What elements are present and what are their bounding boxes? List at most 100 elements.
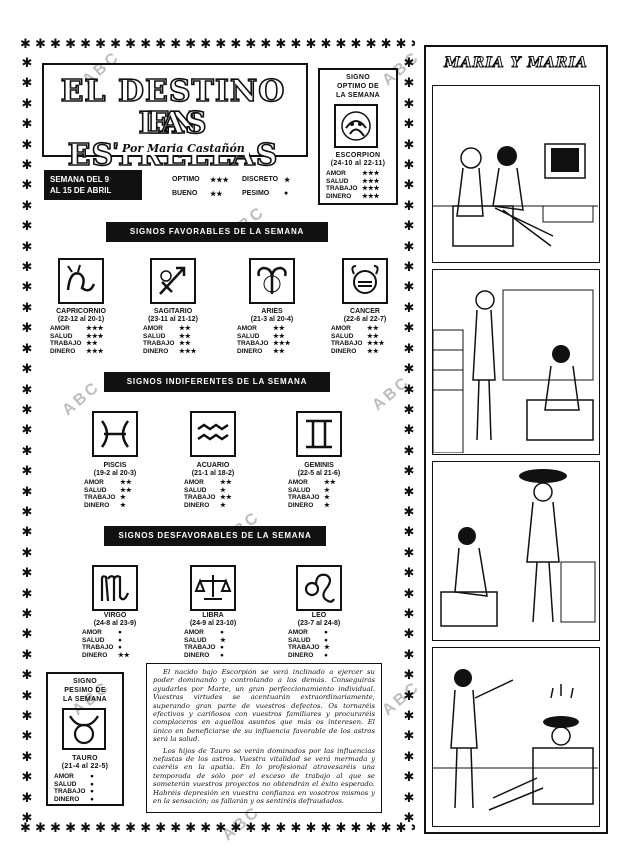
leo-icon xyxy=(296,565,342,611)
stat-value: ★ xyxy=(120,501,126,509)
cancer-icon xyxy=(342,258,388,304)
author-byline: Por Maria Castañón xyxy=(118,142,249,155)
sign-stats: AMOR★★ SALUD★★ TRABAJO★★★ DINERO★★ xyxy=(331,325,384,355)
sign-dates: (24-9 al 23-10) xyxy=(189,620,237,627)
stat-label: DINERO xyxy=(184,501,210,509)
stat-label: SALUD xyxy=(84,486,107,494)
pesimo-stat-value: ● xyxy=(90,773,94,780)
pisces-icon xyxy=(92,411,138,457)
stat-label: TRABAJO xyxy=(288,494,320,502)
virgo-icon xyxy=(92,565,138,611)
optimo-stat-value: ★★★ xyxy=(362,185,380,193)
stat-label: AMOR xyxy=(82,629,102,636)
comic-panel-2 xyxy=(432,269,600,455)
stat-label: SALUD xyxy=(288,636,311,644)
stat-value: ★ xyxy=(324,494,330,502)
stat-label: DINERO xyxy=(237,347,263,355)
stat-label: AMOR xyxy=(184,479,204,486)
stat-value: ★★ xyxy=(220,494,232,502)
page-title-line2: LAS ESTRELLAS xyxy=(67,106,279,173)
stat-label: AMOR xyxy=(143,325,163,332)
pesimo-box: SIGNO PESIMO DE LA SEMANA TAURO (21-4 al… xyxy=(46,672,124,806)
stat-label: AMOR xyxy=(237,325,257,332)
pesimo-heading-3: LA SEMANA xyxy=(62,696,108,703)
pesimo-stat-value: ● xyxy=(90,795,94,803)
scorpio-icon xyxy=(334,104,378,148)
sign-name: LEO xyxy=(311,612,327,619)
stat-label: SALUD xyxy=(288,486,311,494)
stat-label: AMOR xyxy=(50,325,70,332)
stat-label: DINERO xyxy=(288,651,314,659)
optimo-heading-3: LA SEMANA xyxy=(335,92,381,99)
stat-label: DINERO xyxy=(82,651,108,659)
stat-value: ★★ xyxy=(86,340,98,348)
stat-label: TRABAJO xyxy=(84,494,116,502)
star-border-left: ✱✱✱✱✱✱✱✱✱✱✱✱✱✱✱✱✱✱✱✱✱✱✱✱✱✱✱✱✱✱✱✱✱✱✱✱✱✱ xyxy=(21,56,33,827)
stat-value: ★ xyxy=(220,636,226,644)
stat-value: ● xyxy=(324,651,328,659)
stat-value: ★★ xyxy=(324,479,336,486)
page-title-line1: EL DESTINO EN xyxy=(60,74,286,141)
sign-name: ACUARIO xyxy=(196,462,230,469)
sign-name: CAPRICORNIO xyxy=(56,308,106,315)
stat-value: ★★ xyxy=(367,332,379,340)
stat-value: ★★★ xyxy=(179,347,197,355)
stat-label: DINERO xyxy=(331,347,357,355)
comic-title: MARIA Y MARIA xyxy=(444,55,588,72)
stat-value: ★ xyxy=(220,486,226,494)
stat-label: TRABAJO xyxy=(50,340,82,348)
stat-value: ● xyxy=(220,651,224,659)
sign-stats: AMOR★★ SALUD★★ TRABAJO★ DINERO★ xyxy=(84,479,132,509)
stat-value: ● xyxy=(220,629,224,636)
stat-value: ★★ xyxy=(367,325,379,332)
stat-value: ● xyxy=(118,644,122,652)
stat-label: TRABAJO xyxy=(184,494,216,502)
aries-icon xyxy=(249,258,295,304)
aquarius-icon xyxy=(190,411,236,457)
pesimo-heading-2: PESIMO DE xyxy=(64,687,106,694)
stat-value: ★★ xyxy=(273,325,285,332)
optimo-sign-name: ESCORPION xyxy=(335,152,381,159)
optimo-stat-value: ★★★ xyxy=(362,177,380,185)
stat-value: ★ xyxy=(220,501,226,509)
stat-value: ★ xyxy=(120,494,126,502)
stat-label: SALUD xyxy=(184,636,207,644)
stat-value: ★★ xyxy=(179,325,191,332)
stat-label: TRABAJO xyxy=(82,644,114,652)
pesimo-sign-name: TAURO xyxy=(72,755,98,762)
horoscope-article: El nacido bajo Escorpión se verá inclina… xyxy=(146,663,382,813)
stat-label: TRABAJO xyxy=(143,340,175,348)
pesimo-heading-1: SIGNO xyxy=(72,678,98,685)
optimo-box: SIGNO OPTIMO DE LA SEMANA ESCORPION (24-… xyxy=(318,68,398,205)
legend-symbol: ★★ xyxy=(210,191,223,198)
star-border-top: ✱ ✱ ✱ ✱ ✱ ✱ ✱ ✱ ✱ ✱ ✱ ✱ ✱ ✱ ✱ ✱ ✱ ✱ ✱ ✱ … xyxy=(20,38,415,51)
stat-label: TRABAJO xyxy=(237,340,269,348)
legend-label: PESIMO xyxy=(242,190,270,197)
sign-dates: (23-7 al 24-8) xyxy=(297,620,341,627)
legend: OPTIMO★★★DISCRETO★ BUENO★★PESIMO● xyxy=(172,176,312,198)
stat-value: ★★★ xyxy=(86,325,104,332)
legend-symbol: ● xyxy=(284,190,289,197)
pesimo-stat-value: ● xyxy=(90,788,94,796)
stat-label: DINERO xyxy=(288,501,314,509)
star-border-bottom: ✱ ✱ ✱ ✱ ✱ ✱ ✱ ✱ ✱ ✱ ✱ ✱ ✱ ✱ ✱ ✱ ✱ ✱ ✱ ✱ … xyxy=(20,822,415,835)
stat-label: SALUD xyxy=(50,332,73,340)
sign-name: ARIES xyxy=(261,308,283,315)
stat-label: SALUD xyxy=(143,332,166,340)
pesimo-stat-value: ● xyxy=(90,780,94,788)
stat-label: DINERO xyxy=(143,347,169,355)
taurus-icon xyxy=(62,708,106,750)
indiferentes-banner: SIGNOS INDIFERENTES DE LA SEMANA xyxy=(104,372,330,392)
legend-label: DISCRETO xyxy=(242,176,279,183)
gemini-icon xyxy=(296,411,342,457)
optimo-stat-value: ★★★ xyxy=(362,170,380,177)
week-line1: SEMANA DEL 9 xyxy=(50,175,110,184)
sign-stats: AMOR★★ SALUD★ TRABAJO★★ DINERO★ xyxy=(184,479,232,509)
optimo-heading-1: SIGNO xyxy=(345,74,371,81)
sign-stats: AMOR● SALUD★ TRABAJO● DINERO● xyxy=(184,629,226,659)
optimo-sign-dates: (24-10 al 22-11) xyxy=(330,160,386,167)
stat-value: ★ xyxy=(324,501,330,509)
stat-label: DINERO xyxy=(50,347,76,355)
stat-label: DINERO xyxy=(184,651,210,659)
stat-value: ● xyxy=(118,629,122,636)
